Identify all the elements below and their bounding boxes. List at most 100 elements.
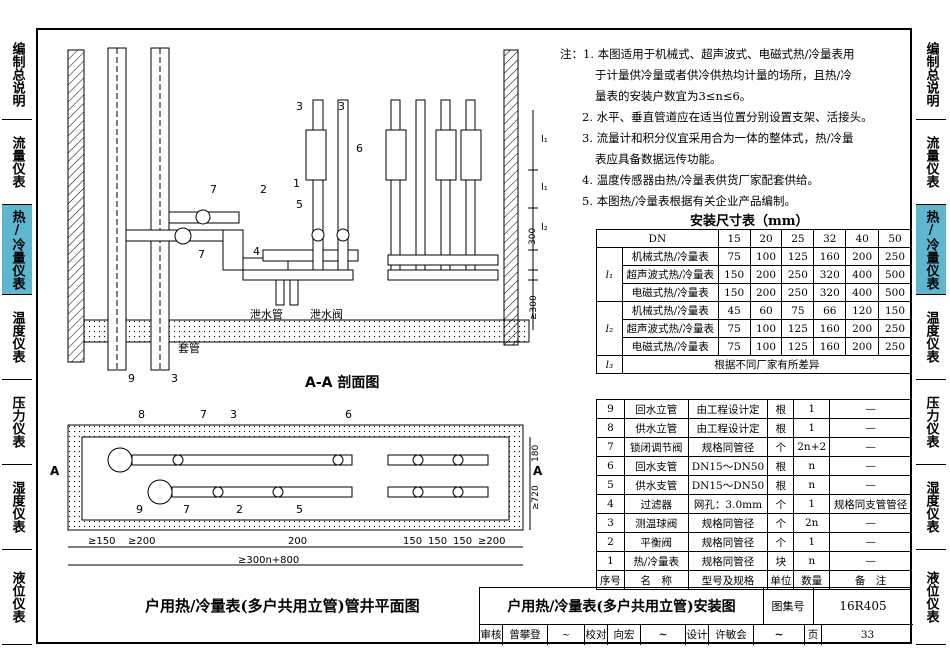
sidebar-right-item[interactable]: 温度仪表 xyxy=(916,295,946,380)
table-cell: — xyxy=(829,418,912,438)
sidebar-right-item[interactable]: 压力仪表 xyxy=(916,380,946,465)
title-block: 户用热/冷量表(多户共用立管)安装图 图集号 16R405 审核 曾攀登 ~ 校… xyxy=(479,587,913,645)
dim-150b: 150 xyxy=(428,536,447,547)
sidebar-left-item[interactable]: 编制总说明 xyxy=(2,30,32,120)
plan-callout-7b: 7 xyxy=(183,503,190,516)
table-cell: 个 xyxy=(767,437,795,457)
table-cell: 2 xyxy=(596,532,625,552)
table-cell: 根 xyxy=(767,399,795,419)
table-cell: 125 xyxy=(781,337,815,356)
plan-view-drawing: 8 7 3 6 9 7 2 5 A A ≥150 ≥200 200 150 15… xyxy=(50,408,543,566)
table-cell: 规格同管径 xyxy=(687,532,769,552)
table-cell: 60 xyxy=(749,301,783,320)
dim-150a: 150 xyxy=(403,536,422,547)
plan-callout-2: 2 xyxy=(236,503,243,516)
table-cell: 由工程设计定 xyxy=(687,399,769,419)
sidebar-right-item[interactable]: 编制总说明 xyxy=(916,30,946,120)
table-cell: DN15～DN50 xyxy=(687,456,769,476)
table-cell: 个 xyxy=(767,513,795,533)
sidebar-right-item[interactable]: 液位仪表 xyxy=(916,550,946,645)
table-cell: 根 xyxy=(767,475,795,495)
plan-callout-6: 6 xyxy=(345,408,352,421)
table-cell: 400 xyxy=(845,283,880,302)
table-cell: — xyxy=(829,437,912,457)
table-cell: 500 xyxy=(878,265,912,284)
sidebar-left-item[interactable]: 流量仪表 xyxy=(2,120,32,205)
table-cell: 由工程设计定 xyxy=(687,418,769,438)
dim-200: 200 xyxy=(288,536,307,547)
section-view-title: A-A 剖面图 xyxy=(305,375,380,391)
table-cell: 150 xyxy=(717,265,751,284)
table-cell: l₁ xyxy=(596,247,623,302)
note-line: 2. 水平、垂直管道应在适当位置分别设置支架、活接头。 xyxy=(582,110,873,124)
callout-4: 4 xyxy=(253,245,260,258)
table-cell: 机械式热/冷量表 xyxy=(621,301,719,320)
plan-callout-5: 5 xyxy=(296,503,303,516)
table-cell: 名 称 xyxy=(623,570,689,590)
callout-6: 6 xyxy=(356,142,363,155)
table-cell: 个 xyxy=(767,494,795,514)
table-cell: 160 xyxy=(813,319,847,338)
floor-slab xyxy=(83,319,530,343)
table-cell: 75 xyxy=(717,319,751,338)
design-label: 设计 xyxy=(686,624,709,645)
callout-7: 7 xyxy=(210,183,217,196)
sleeve-label: 套管 xyxy=(178,341,200,355)
table-cell: 20 xyxy=(749,229,783,248)
callout-7b: 7 xyxy=(198,248,205,261)
table-cell: DN15～DN50 xyxy=(687,475,769,495)
table-cell: 根 xyxy=(767,456,795,476)
sidebar-right-item[interactable]: 流量仪表 xyxy=(916,120,946,205)
table-cell: 160 xyxy=(813,337,847,356)
sidebar-left-item[interactable]: 热/冷量仪表 xyxy=(2,205,32,295)
sidebar-right-item[interactable]: 热/冷量仪表 xyxy=(916,205,946,295)
callout-3: 3 xyxy=(296,100,303,113)
table-cell: 2n xyxy=(793,513,831,533)
callout-9: 3 xyxy=(171,372,178,385)
table-cell: 规格同管径 xyxy=(687,513,769,533)
drain-valve-label: 泄水阀 xyxy=(310,307,343,321)
dim-300: 300 xyxy=(528,228,538,245)
sidebar-left-item[interactable]: 液位仪表 xyxy=(2,550,32,645)
table-cell: 200 xyxy=(845,247,880,266)
table-cell: 1 xyxy=(793,418,831,438)
table-cell: 电磁式热/冷量表 xyxy=(621,283,719,302)
sidebar-left-item[interactable]: 压力仪表 xyxy=(2,380,32,465)
note-line: 5. 本图热/冷量表根据有关企业产品编制。 xyxy=(582,194,797,208)
table-cell: 400 xyxy=(845,265,880,284)
table-cell: 2n+2 xyxy=(793,437,831,457)
table-cell: 根 xyxy=(767,418,795,438)
table-cell: 回水立管 xyxy=(623,399,689,419)
plan-view-title: 户用热/冷量表(多户共用立管)管井平面图 xyxy=(145,597,420,615)
table-cell: 4 xyxy=(596,494,625,514)
sidebar-left-item[interactable]: 温度仪表 xyxy=(2,295,32,380)
table-cell: — xyxy=(829,532,912,552)
table-cell: n xyxy=(793,551,831,571)
plan-callout-8: 8 xyxy=(138,408,145,421)
table-cell: 平衡阀 xyxy=(623,532,689,552)
table-cell: 250 xyxy=(878,319,912,338)
table-cell: 250 xyxy=(878,247,912,266)
table-cell: 200 xyxy=(749,265,783,284)
dim-l1: l₁ xyxy=(541,134,548,145)
table-cell: DN xyxy=(596,229,719,248)
table-cell: 型号及规格 xyxy=(687,570,769,590)
sidebar-left-item[interactable]: 湿度仪表 xyxy=(2,465,32,550)
reviewer-name: 曾攀登 xyxy=(503,624,548,645)
section-view-drawing: l₁ l₁ l₂ 300 ≥300 泄水管 泄水阀 套管 9 3 7 2 1 3… xyxy=(67,47,548,385)
dimension-lines xyxy=(528,110,538,330)
table-cell: 1 xyxy=(596,551,625,571)
sidebar-right-item[interactable]: 湿度仪表 xyxy=(916,465,946,550)
plan-callout-9: 9 xyxy=(136,503,143,516)
table-cell: n xyxy=(793,456,831,476)
table-cell: 500 xyxy=(878,283,912,302)
checker-signature: ~ xyxy=(641,624,686,645)
